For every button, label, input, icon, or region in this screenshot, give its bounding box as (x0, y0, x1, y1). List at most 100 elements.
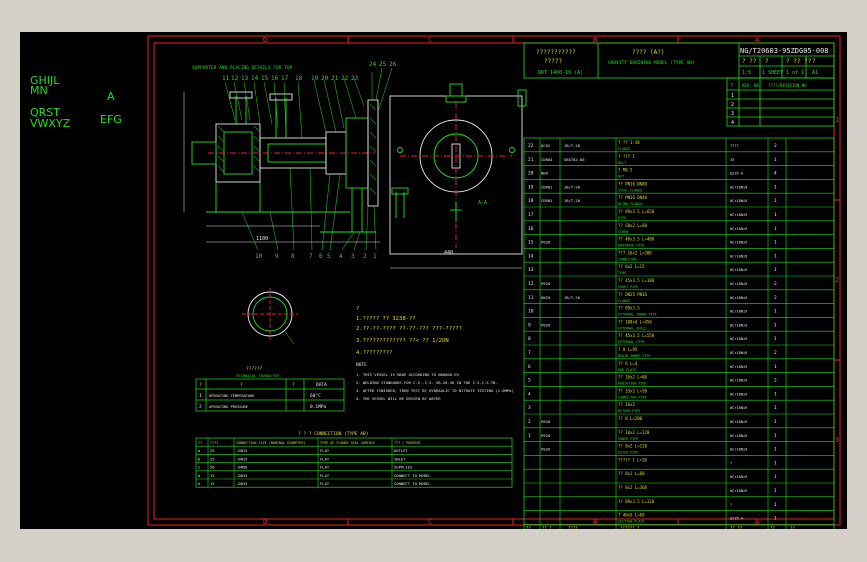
bom-desc-en: RADIATION FINS (618, 382, 647, 386)
callout-number: 25 (379, 61, 387, 68)
bom-code: DN25 (541, 295, 550, 300)
bom-desc-en: CONNECTOR PIPE (618, 395, 647, 399)
grid-row-label: 1 (835, 116, 839, 124)
notes-heading: ? (356, 306, 359, 312)
bom-no: 1 (528, 433, 531, 439)
bom-material: 0Cr18Ni9 (730, 489, 747, 493)
grid-col-label: B (593, 518, 597, 526)
rev-row: 2 (731, 102, 734, 108)
bom-qty: 1 (774, 226, 777, 232)
bom-no: 7 (528, 350, 531, 356)
bom-desc: ?? 8 L=200 (618, 416, 643, 421)
bom-desc-en: INNER PIPE (618, 437, 638, 441)
doc-ref: DDT 1400-10 (A) (538, 70, 583, 76)
notes: ? 1.????? ?? 3238-?? 2.??-??-???? ??-??-… (356, 306, 514, 401)
bom-desc: ?? 40x3.5 L=400 (618, 237, 655, 242)
conn-cell: -DN15 (236, 456, 247, 461)
grid-col-label: A (755, 518, 760, 526)
bom-desc: ?? 108x4 L=450 (618, 319, 652, 324)
bom-desc: ? ?? 1-38 (618, 140, 640, 145)
conn-cell: FLAT (320, 448, 330, 453)
bom-desc-en: CONNECTOR (618, 257, 637, 261)
callout-number: 11 (222, 75, 230, 82)
bom-material: 0Cr18Ni9 (730, 365, 747, 369)
title-cell: ? (765, 58, 769, 65)
bom-no: 20 (528, 171, 534, 177)
callout-number: 7 (309, 253, 313, 260)
tech-header: DATA (316, 382, 327, 388)
conn-header-cell: ?? (198, 441, 202, 445)
bom-desc: ?? G8x2 L=60 (618, 223, 647, 228)
drawing-canvas[interactable]: GHIJL MN A QRST VWXYZ EFG D C B A D C B … (20, 32, 847, 529)
side-view (389, 83, 527, 269)
tech-cell: 60°C (310, 393, 321, 399)
bom-qty: 1 (774, 212, 777, 218)
callout-number: 2 (363, 253, 367, 260)
bom-no: 11 (528, 295, 534, 301)
side-label-4: QRST (30, 106, 61, 119)
bom-desc: ?? 89x3.5 (618, 306, 640, 311)
title-block-text: ??????????? ????? DDT 1400-10 (A) ???? (… (536, 47, 829, 126)
callout-number: 26 (389, 61, 397, 68)
tech-cell: OPERATING TEMPERATURE (209, 394, 254, 398)
bom-no: 15 (528, 240, 534, 246)
conn-cell: FLAT (320, 481, 330, 486)
bom-qty: 1 (774, 364, 777, 370)
bom-material: 0Cr18Ni9 (730, 392, 747, 396)
bom-no: 16 (528, 226, 534, 232)
bom-code: CDR01 (541, 184, 553, 189)
bom-qty: 1 (774, 309, 777, 315)
conn-cell: FLAT (320, 456, 330, 461)
bom-code: CDR04 (541, 157, 553, 162)
bom-desc: ?? 10x2 L=120 (618, 430, 650, 435)
bom-std: JB/T-26 (564, 184, 581, 189)
bom-no: 2 (528, 419, 531, 425)
bom-material: 0Cr18Ni9 (730, 185, 747, 189)
tech-table-text: ?????? TECHNICAL CHARACTER ? ? ? DATA 1 … (199, 366, 327, 410)
conn-header-cell: ??? / PURPOSE (394, 441, 421, 445)
bom-material: 0Cr18Ni9 (730, 323, 747, 327)
callout-number: 18 (295, 75, 303, 82)
bom-std: JB/T-26 (564, 295, 581, 300)
grid-col-label: C (428, 36, 432, 44)
tech-header: ? (292, 382, 295, 388)
callout-number: 3 (351, 253, 355, 260)
cad-drawing[interactable]: D C B A D C B A 1 2 3 ??????????? ????? (20, 32, 847, 529)
bom-qty: 1 (774, 391, 777, 397)
bom-no: 8 (528, 336, 531, 342)
bom-desc-en: EXTERNAL PIPE (618, 340, 645, 344)
conn-cell: 50 (210, 465, 215, 470)
bom-desc: ????? 1 L=50 (618, 457, 647, 462)
conn-header-cell: TYPE OF FLANGE SEAL SURFACE (320, 441, 375, 445)
bom-no: 14 (528, 253, 534, 259)
callout-number: 20 (321, 75, 329, 82)
conn-table-title: ? ? ? CONNECTION (TYPE AB) (298, 431, 368, 437)
bom-material: 0Cr18Ni9 (730, 199, 747, 203)
bom-header-cell: ?? (790, 525, 795, 529)
tech-table (195, 378, 345, 412)
conn-cell: 25 (210, 448, 215, 453)
bom-desc-en: FLANGE (618, 299, 630, 303)
side-label-1: GHIJL (30, 74, 60, 87)
bom-desc: ? ??? 1 (618, 154, 635, 159)
side-label-5: VWXYZ (30, 117, 71, 130)
conn-cell: CONNECT TO MODEL (394, 473, 431, 478)
tech-table-title-en: TECHNICAL CHARACTER (236, 373, 280, 378)
grid-col-label: C (428, 518, 432, 526)
bom-desc: ?? 16x2 L=60 (618, 375, 647, 380)
outer-frame (147, 35, 841, 526)
bom-desc: ?? 8x1 L=60 (618, 471, 645, 476)
title-cell: 1 SHEET (762, 70, 783, 76)
title-cell: 1 of 1 (786, 70, 804, 76)
bom-material: 0Cr18Ni9 (730, 310, 747, 314)
